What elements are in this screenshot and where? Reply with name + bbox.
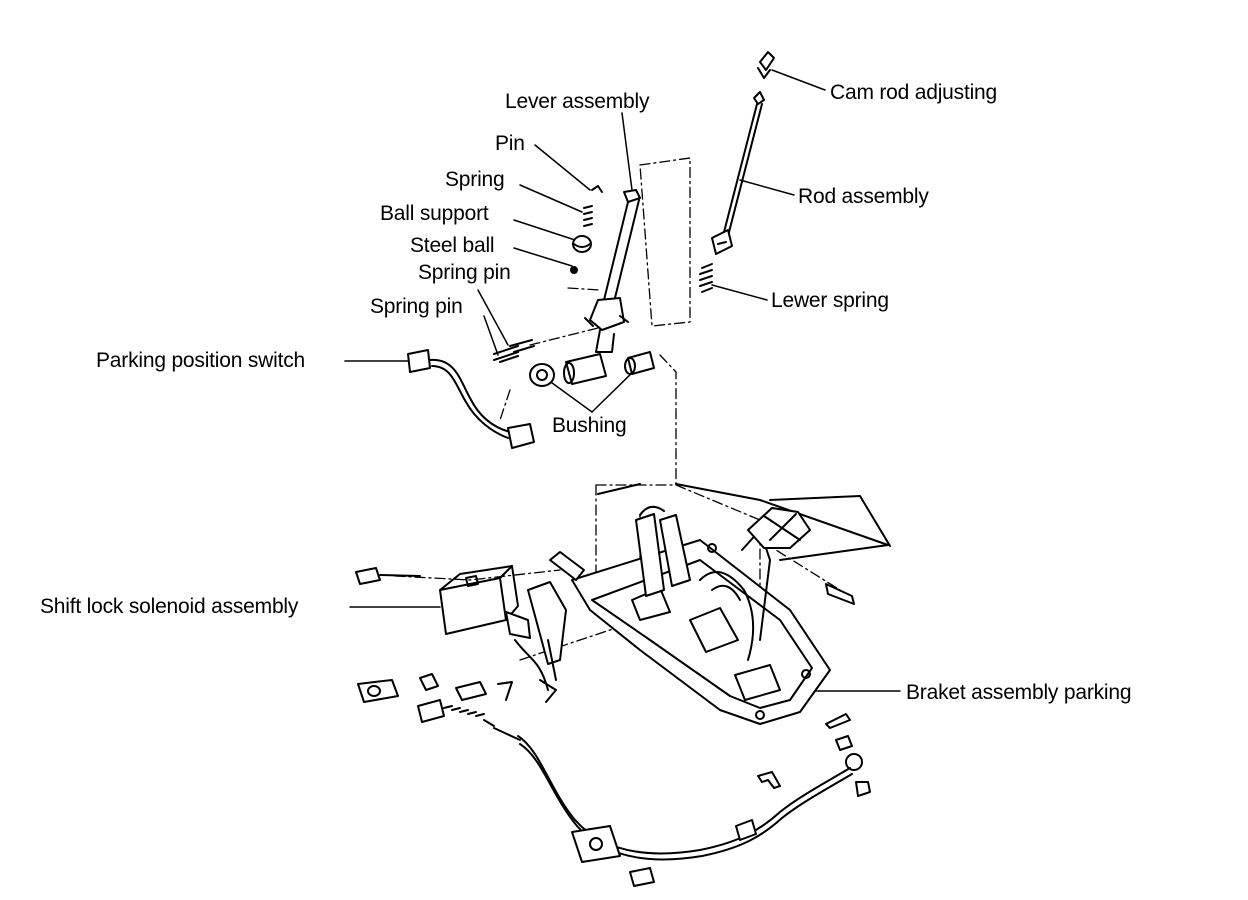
label-cam-rod-adjusting: Cam rod adjusting [830,81,998,104]
label-spring-pin-upper: Spring pin [418,261,511,284]
pin-part [591,185,603,193]
bushing-parts [529,351,655,387]
rod-assembly-part [711,91,765,255]
label-shift-lock-solenoid-assembly: Shift lock solenoid assembly [40,595,299,618]
braket-assembly-parking-part [549,483,891,725]
label-bushing: Bushing [552,414,627,437]
label-parking-position-switch: Parking position switch [96,349,305,372]
label-steel-ball: Steel ball [410,234,495,257]
spring-part [583,205,593,227]
label-spring: Spring [445,168,505,191]
cam-rod-adjusting-part [757,51,775,79]
steel-ball-part [570,266,578,274]
label-lever-assembly: Lever assembly [505,90,650,113]
shift-lock-solenoid-part [355,565,567,703]
label-spring-pin-lower: Spring pin [370,295,463,318]
label-braket-assembly-parking: Braket assembly parking [906,681,1132,704]
leader-lines [344,69,901,692]
ball-support-part [572,235,592,253]
spring-pin-parts [493,339,535,363]
parking-position-switch-part [407,349,535,449]
label-rod-assembly: Rod assembly [798,185,929,208]
label-ball-support: Ball support [380,202,489,225]
label-pin: Pin [495,132,525,155]
label-lewer-spring: Lewer spring [771,289,889,312]
lever-assembly-part [584,189,641,353]
shift-cable-part [357,673,871,887]
lewer-spring-part [699,263,713,293]
